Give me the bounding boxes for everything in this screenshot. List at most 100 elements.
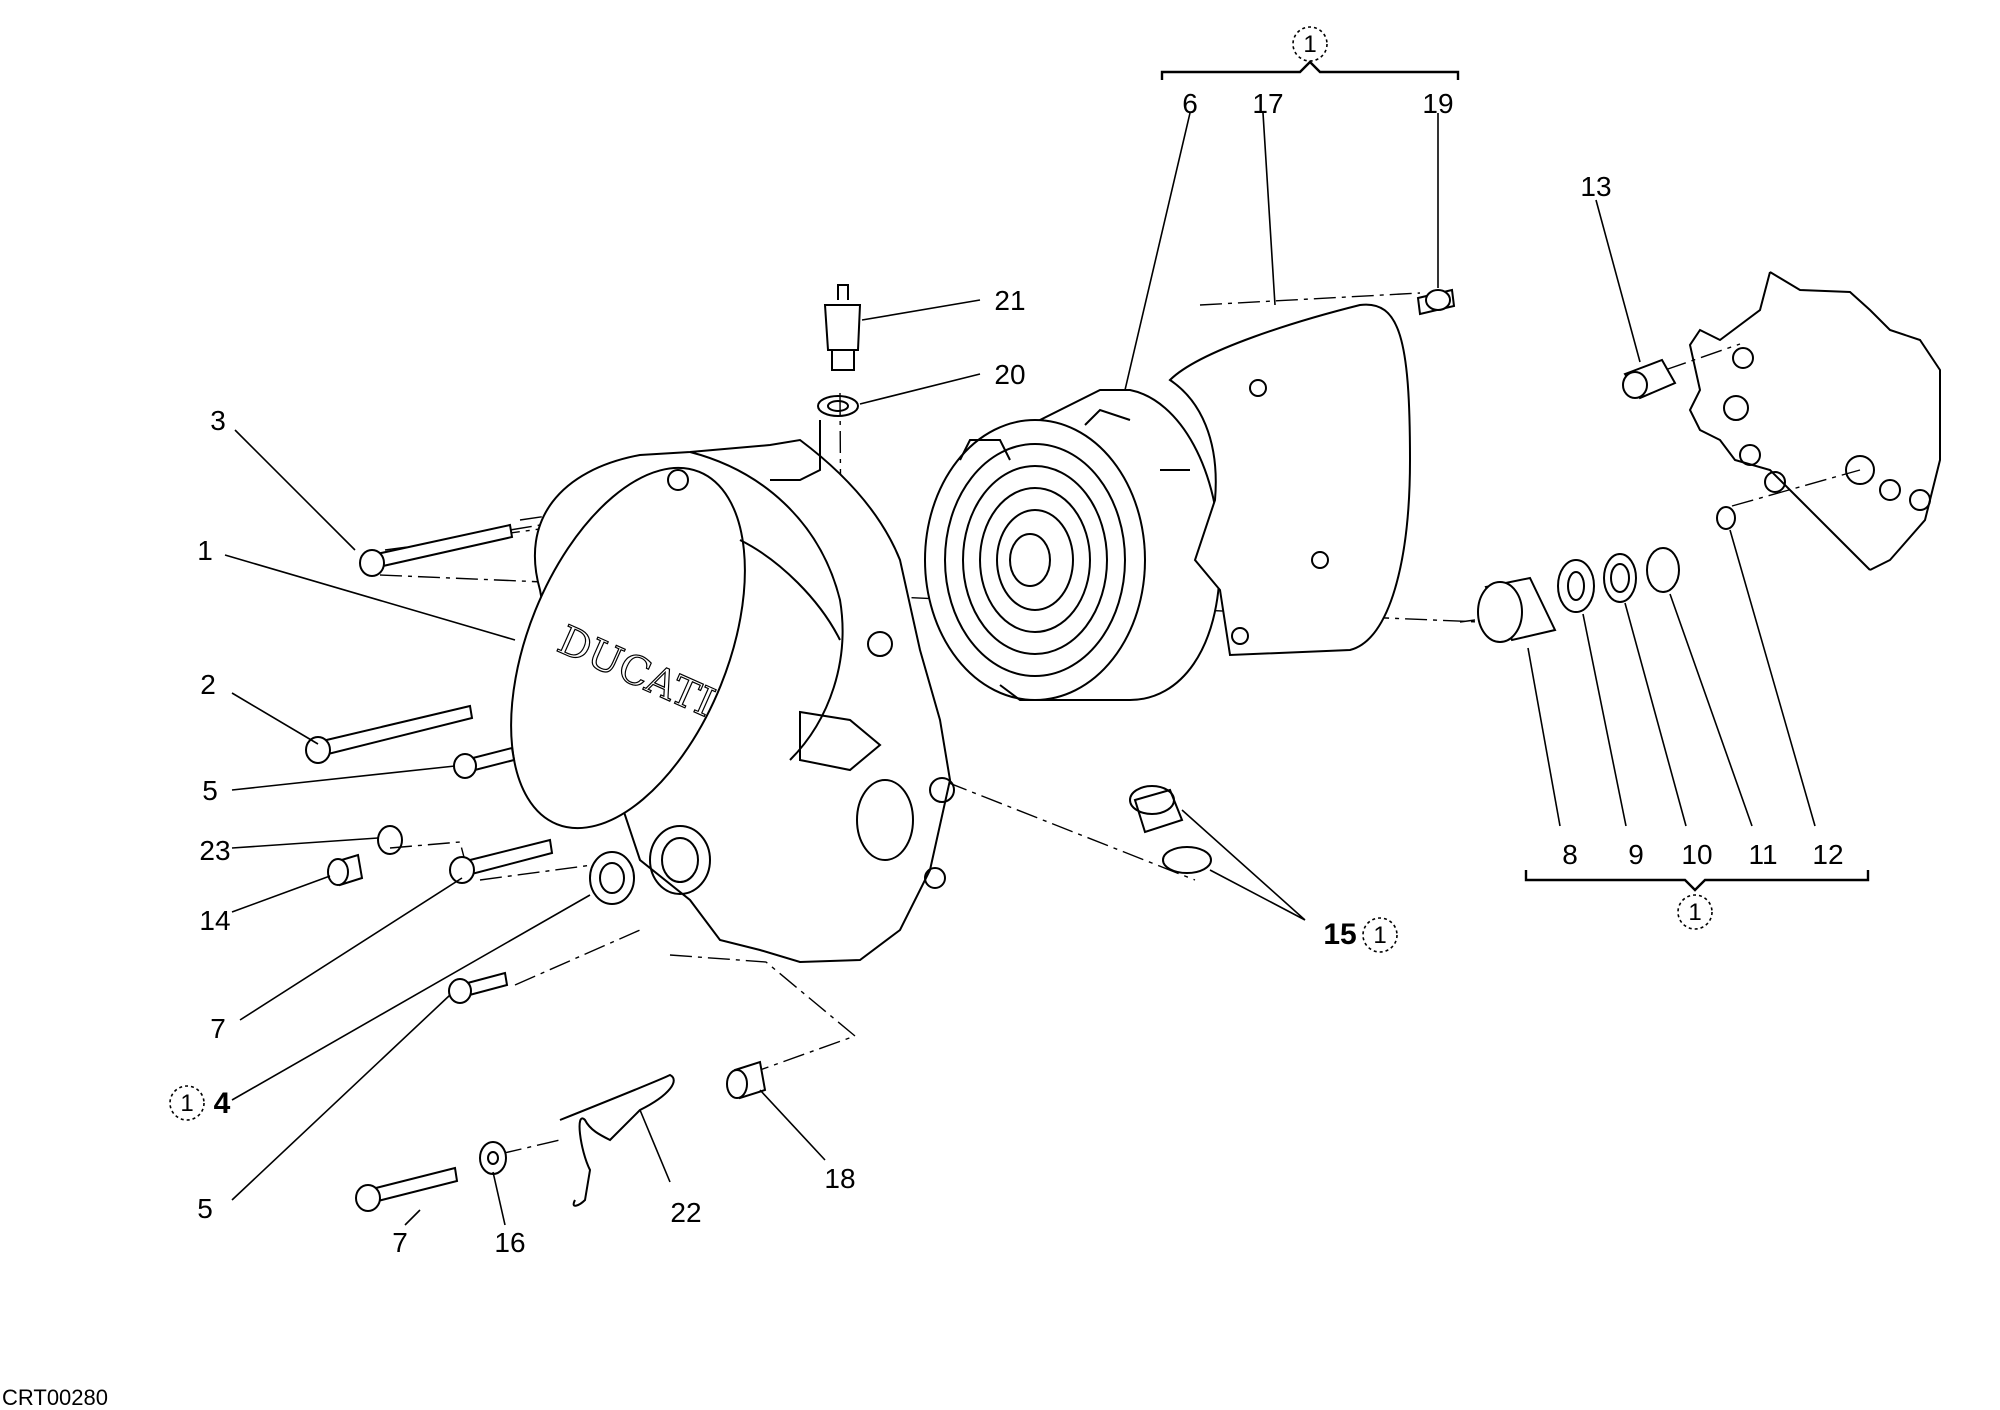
ring12-axis (1731, 469, 1861, 507)
callout-7-left: 7 (210, 1013, 226, 1044)
oring-12 (1716, 506, 1736, 530)
clutch-ring-4 (996, 509, 1074, 611)
leader-7a (239, 877, 463, 1021)
callout-5-upper: 5 (202, 775, 218, 806)
clutch-tab-1 (959, 439, 1011, 461)
washer-10-inner (1610, 563, 1630, 593)
leader-6 (1124, 112, 1191, 391)
engine-case-boss-3 (1764, 471, 1786, 493)
bolt-3-head (359, 549, 385, 577)
bolt-2 (305, 704, 474, 764)
clutch-cover: DUCATI (510, 420, 955, 964)
cover-sensor-boss (770, 420, 821, 481)
seal-4-outer (589, 851, 635, 905)
circlip-11 (1646, 547, 1680, 593)
leader-16 (492, 1171, 506, 1226)
washer-23 (377, 825, 403, 855)
engine-case-outline (1688, 271, 1941, 571)
leader-2 (231, 692, 319, 745)
kit-ref-bearings: 1 (1677, 894, 1713, 930)
kit-ref-top-label: 1 (1303, 31, 1316, 58)
callout-13: 13 (1580, 171, 1611, 202)
seal-4 (589, 851, 635, 905)
inner-cover-hole-1 (1249, 379, 1267, 397)
seal-4-inner (599, 862, 625, 894)
cover-filler-boss (799, 710, 882, 772)
leader-11 (1669, 593, 1753, 827)
bolt-7b (355, 1166, 459, 1212)
bolt-7a (449, 838, 554, 884)
screw-19-head (1425, 289, 1451, 311)
plug-14-head (327, 858, 349, 886)
callout-4: 4 (214, 1087, 231, 1120)
kit-ref-bearings-label: 1 (1688, 899, 1701, 926)
callout-8: 8 (1562, 839, 1578, 870)
clutch-tab-4 (999, 684, 1060, 701)
bearing-kit-bracket (1524, 870, 1870, 892)
callout-23: 23 (199, 835, 230, 866)
leader-lines (224, 112, 1816, 1226)
callout-2: 2 (200, 669, 216, 700)
kit-ref-4: 1 (169, 1085, 205, 1121)
bush-13-end (1622, 371, 1648, 399)
callout-22: 22 (670, 1197, 701, 1228)
leader-5b (231, 994, 451, 1201)
clutch-pack (924, 389, 1222, 701)
callout-10: 10 (1681, 839, 1712, 870)
bearing-stack (1477, 358, 1736, 643)
callout-21: 21 (994, 285, 1025, 316)
bolt-3-shank (370, 523, 514, 570)
callout-12: 12 (1812, 839, 1843, 870)
cover-dome (510, 466, 746, 830)
leader-17 (1262, 112, 1276, 306)
kit-ref-4-label: 1 (180, 1090, 193, 1117)
leader-15 (1181, 809, 1306, 921)
spacer-18-end (726, 1069, 748, 1099)
engine-case-boss-4 (1845, 455, 1875, 485)
leader-13 (1595, 199, 1641, 363)
clip-22-wire (559, 1073, 675, 1207)
rings-axis (1459, 619, 1476, 623)
callout-19: 19 (1422, 88, 1453, 119)
engine-case-boss-2 (1739, 444, 1761, 466)
inner-cover-hole-3 (1231, 627, 1249, 645)
plug-14 (327, 853, 364, 887)
kit-ref-top: 1 (1292, 26, 1328, 62)
callout-3: 3 (210, 405, 226, 436)
clutch-tab-2 (1084, 408, 1131, 426)
leader-23 (231, 837, 379, 849)
callout-14: 14 (199, 905, 230, 936)
clutch-hub (1009, 533, 1051, 587)
spacer-18 (726, 1060, 767, 1100)
engine-case-boss-1 (1723, 395, 1749, 421)
cover-rib (739, 539, 841, 641)
bearing-9-inner (1567, 571, 1585, 601)
washer-10 (1603, 553, 1637, 603)
washer-20-outer (817, 395, 859, 417)
filler-plug-15-oring (1162, 846, 1212, 874)
washer-16 (479, 1141, 507, 1175)
leader-7b (404, 1209, 421, 1226)
callout-6: 6 (1182, 88, 1198, 119)
bolt-3 (359, 523, 514, 577)
cover-sight-glass (856, 779, 914, 861)
leader-9 (1582, 613, 1627, 827)
callout-15: 15 (1323, 918, 1356, 951)
bolt-7b-head (355, 1184, 381, 1212)
inner-cover (1168, 303, 1412, 657)
callout-7-bottom: 7 (392, 1227, 408, 1258)
clutch-ring-1 (944, 443, 1126, 677)
cover-boss-lower (929, 777, 955, 803)
engine-case-fragment (1688, 271, 1941, 571)
kit-ref-15-label: 1 (1373, 922, 1386, 949)
filler-plug-15-head (1129, 785, 1175, 815)
bolt-2-head (305, 736, 331, 764)
callout-1: 1 (197, 535, 213, 566)
filler-plug-15-body (1133, 788, 1184, 834)
plug-axis (839, 739, 1196, 881)
bush13-axis (1664, 343, 1741, 371)
bolt-7a-head (449, 856, 475, 884)
sensor-21-pin (837, 284, 849, 300)
bolt-7a-shank (460, 838, 554, 878)
